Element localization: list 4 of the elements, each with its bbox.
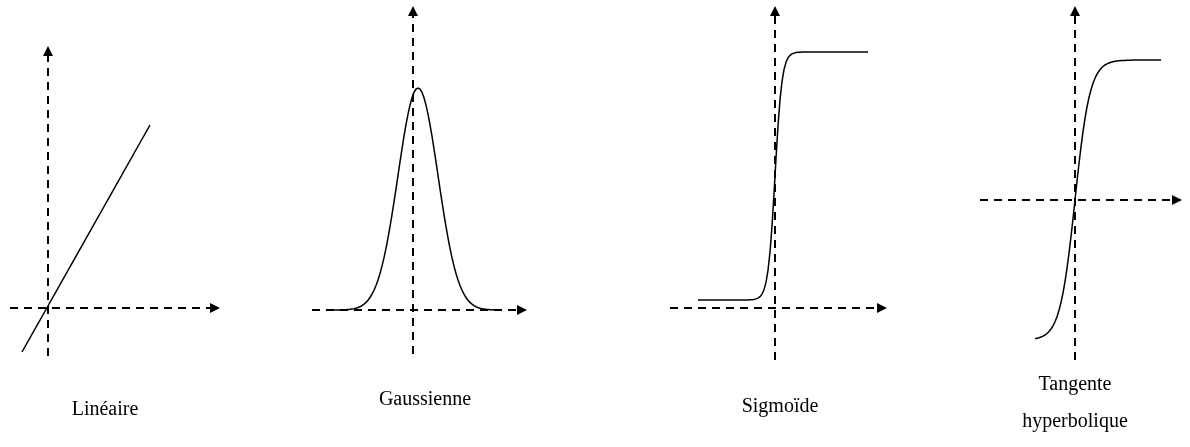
function-label: Tangente hyperbolique xyxy=(1021,371,1129,434)
function-label: Sigmoïde xyxy=(740,393,820,419)
function-label: Linéaire xyxy=(70,396,140,421)
function-label: Gaussienne xyxy=(377,386,473,411)
